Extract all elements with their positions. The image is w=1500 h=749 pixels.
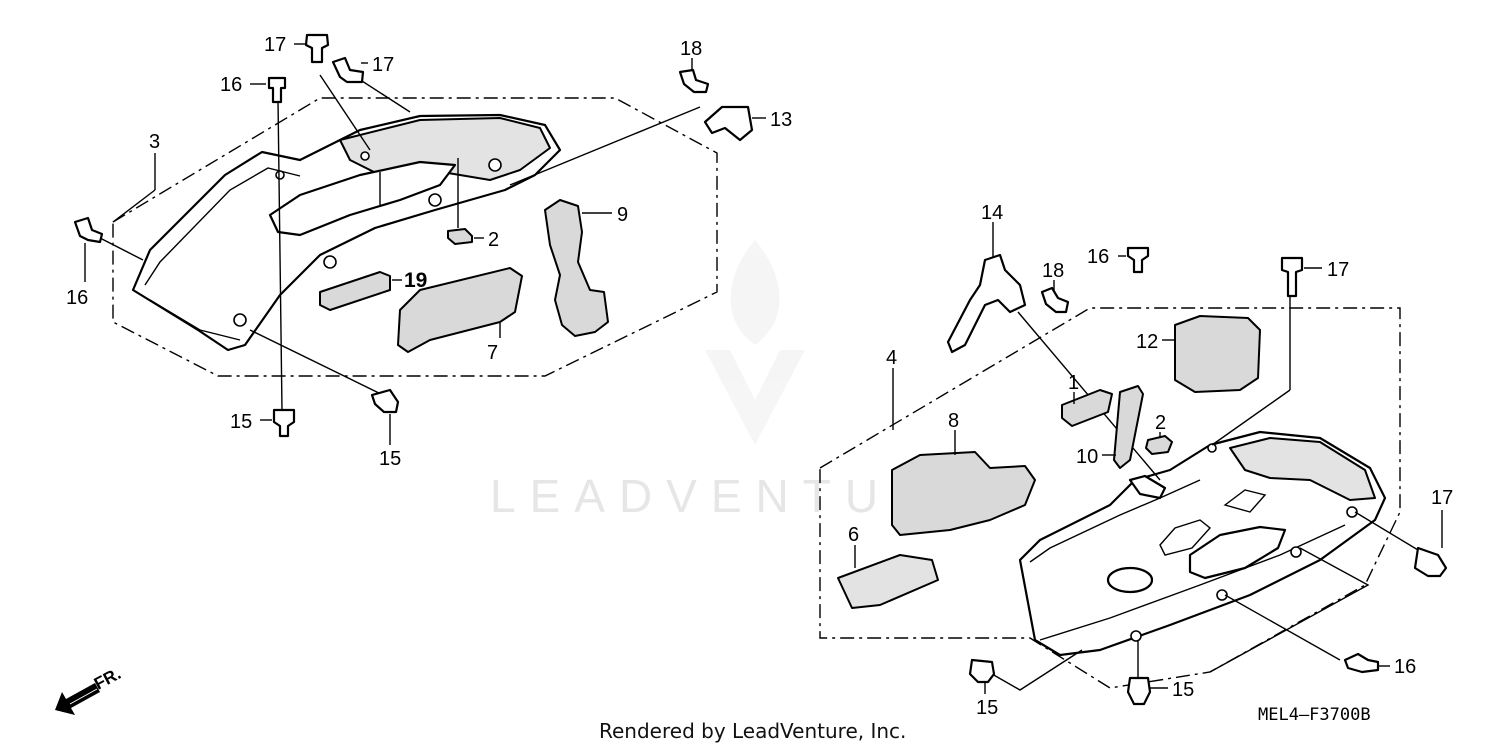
- part-2-right-shape: [1145, 435, 1173, 455]
- bolt-18-right-icon: [1040, 286, 1070, 314]
- left-fasteners: [73, 33, 400, 438]
- bolt-16-right-icon: [1126, 246, 1150, 274]
- callout-17-a: 17: [264, 34, 286, 56]
- callout-15-b: 15: [379, 448, 401, 470]
- callout-17-d: 17: [1431, 487, 1453, 509]
- bolt-16-top-icon: [267, 76, 287, 104]
- callout-16-a: 16: [220, 74, 242, 96]
- credit-text: Rendered by LeadVenture, Inc.: [599, 719, 906, 743]
- grommet-15-bottom-right-icon: [1126, 676, 1152, 706]
- part-19-shape: [319, 271, 391, 311]
- callout-15-d: 15: [1172, 679, 1194, 701]
- left-assembly: [99, 69, 718, 411]
- callout-14: 14: [981, 202, 1003, 224]
- callout-3: 3: [149, 131, 160, 153]
- part-6-shape: [837, 554, 939, 609]
- callout-7: 7: [487, 342, 498, 364]
- callout-13: 13: [770, 109, 792, 131]
- callout-4: 4: [886, 347, 897, 369]
- callout-8: 8: [948, 410, 959, 432]
- callout-16-c: 16: [1087, 246, 1109, 268]
- part-1-shape: [1061, 389, 1113, 427]
- drawing-code: MEL4—F3700B: [1258, 705, 1371, 725]
- callout-16-b: 16: [66, 287, 88, 309]
- bolt-17-right-side-icon: [1413, 546, 1448, 578]
- callout-9: 9: [617, 204, 628, 226]
- callout-10: 10: [1076, 446, 1098, 468]
- callout-19: 19: [404, 269, 427, 292]
- bolt-17-side-icon: [331, 56, 365, 84]
- leader-lines: [84, 43, 1443, 694]
- callout-17-b: 17: [372, 54, 394, 76]
- part-7-shape: [397, 267, 523, 353]
- part-9-shape: [544, 199, 609, 337]
- part-8-shape: [891, 451, 1036, 536]
- callout-1: 1: [1068, 372, 1079, 394]
- watermark-text: LEADVENTURE: [490, 470, 984, 522]
- callout-6: 6: [848, 524, 859, 546]
- grommet-15-right-icon: [370, 388, 400, 414]
- bolt-17-top-icon: [304, 33, 330, 64]
- callout-2-b: 2: [1155, 412, 1166, 434]
- callout-15-c: 15: [976, 697, 998, 719]
- part-10-shape: [1113, 385, 1144, 469]
- callout-15-a: 15: [230, 411, 252, 433]
- front-arrow-icon: [55, 683, 100, 715]
- part-12-shape: [1174, 315, 1261, 393]
- part-2-left-shape: [447, 228, 473, 245]
- callout-labels: 17 17 16 3 16 15 15 2 19 7 9 18 13 14 16…: [66, 34, 1453, 719]
- callout-16-d: 16: [1394, 656, 1416, 678]
- bracket-13-shape: [703, 105, 754, 142]
- callout-2-a: 2: [488, 229, 499, 251]
- callout-18-b: 18: [1042, 260, 1064, 282]
- callout-17-c: 17: [1327, 259, 1349, 281]
- bolt-18-top-icon: [678, 68, 710, 94]
- bracket-14-shape: [946, 253, 1027, 354]
- callout-18-a: 18: [680, 38, 702, 60]
- bracket-small-shape: [1128, 474, 1167, 500]
- bolt-17-right-top-icon: [1280, 256, 1304, 298]
- bolt-16-bottom-icon: [1343, 652, 1380, 674]
- bolt-16-left-icon: [73, 216, 104, 244]
- grommet-15-bottom-left-icon: [968, 658, 996, 684]
- left-small-parts: [319, 68, 754, 353]
- callout-12: 12: [1136, 331, 1158, 353]
- grommet-15-left-icon: [272, 408, 296, 438]
- right-assembly: [819, 295, 1419, 691]
- right-small-parts: [837, 246, 1448, 706]
- watermark-logo: [705, 240, 805, 445]
